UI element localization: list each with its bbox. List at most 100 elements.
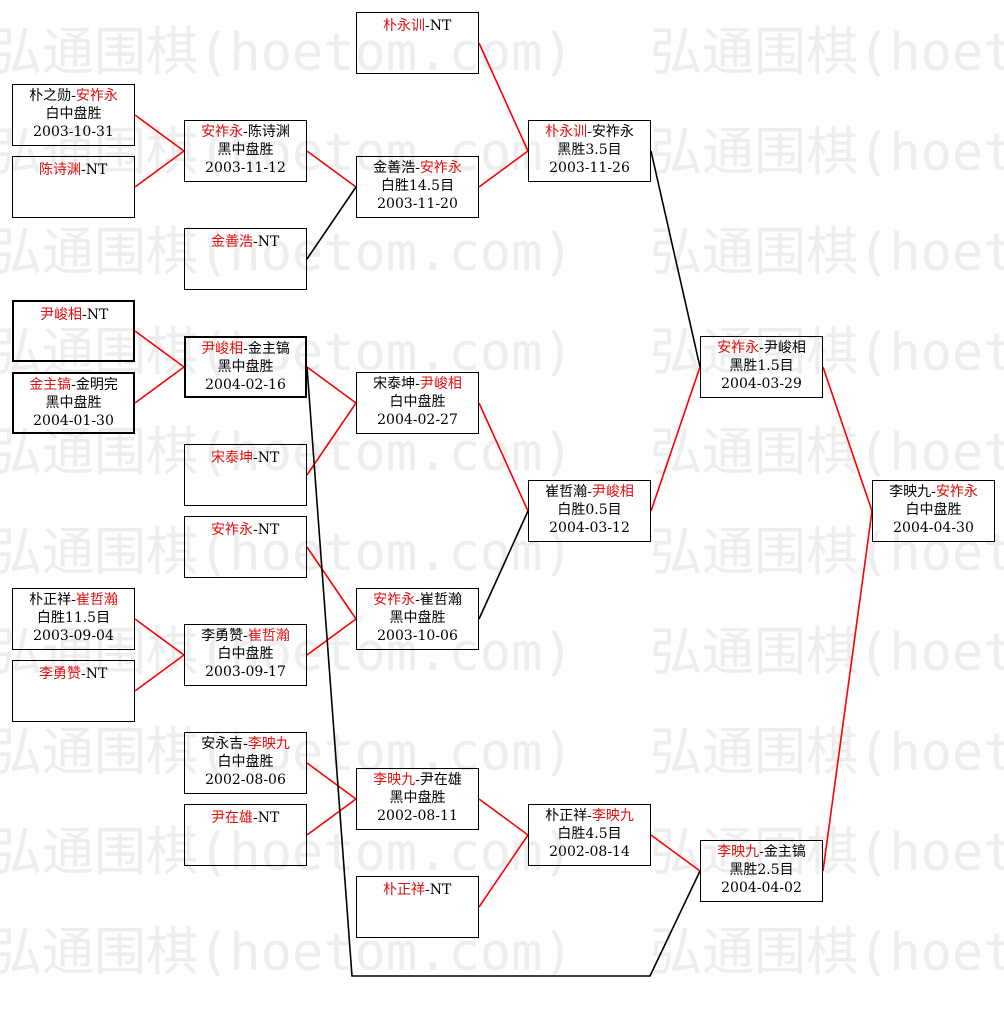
bracket-connector <box>134 114 185 152</box>
match-players: 李勇赞-崔哲瀚 <box>185 627 306 645</box>
match-result: 黑胜3.5目 <box>557 142 622 158</box>
vs-separator: - <box>425 18 430 34</box>
watermark-text: 弘通围棋(hoetom.com) <box>650 123 1004 183</box>
match-players: 尹在雄-NT <box>185 807 306 827</box>
match-box-r2_2: 金善浩-NT <box>184 228 307 290</box>
player-2: 崔哲瀚 <box>247 628 290 644</box>
vs-separator: - <box>243 341 248 357</box>
match-players: 安祚永-陈诗渊 <box>185 123 306 141</box>
watermark-text: 弘通围棋(hoetom.com) <box>650 523 1004 583</box>
match-box-r3_6: 朴正祥-NT <box>356 876 479 938</box>
match-players: 金善浩-安祚永 <box>357 159 478 177</box>
bracket-connector <box>822 510 873 872</box>
player-2: 李映九 <box>247 736 290 752</box>
vs-separator: - <box>253 522 258 538</box>
player-1: 宋泰坤 <box>373 376 416 392</box>
player-1: 安祚永 <box>201 124 244 140</box>
match-result: 白中盘胜 <box>217 754 274 770</box>
match-players: 朴正祥-NT <box>357 879 478 899</box>
vs-separator: - <box>587 808 592 824</box>
vs-separator: - <box>71 377 76 393</box>
match-date: 2003-11-20 <box>377 196 458 212</box>
match-players: 尹峻相-金主镐 <box>186 340 305 358</box>
player-2: 安祚永 <box>591 124 634 140</box>
player-2: NT <box>85 162 108 178</box>
match-date: 2003-09-04 <box>33 628 114 644</box>
watermark-text: 弘通围棋(hoetom.com) <box>650 423 1004 483</box>
player-1: 朴正祥 <box>29 592 72 608</box>
match-date: 2004-04-30 <box>893 520 974 536</box>
match-date: 2003-10-31 <box>33 124 114 140</box>
match-result: 黑中盘胜 <box>217 142 274 158</box>
player-1: 李映九 <box>889 484 932 500</box>
bracket-connector <box>134 654 185 692</box>
player-2: 尹峻相 <box>591 484 634 500</box>
player-1: 朴之勋 <box>29 88 72 104</box>
bracket-connector <box>306 618 357 656</box>
player-1: 安祚永 <box>717 340 760 356</box>
player-1: 金善浩 <box>211 234 253 250</box>
vs-separator: - <box>81 666 86 682</box>
player-2: 尹在雄 <box>419 772 462 788</box>
vs-separator: - <box>243 628 248 644</box>
watermark-text: 弘通围棋(hoetom.com) <box>0 223 574 283</box>
vs-separator: - <box>587 484 592 500</box>
match-date: 2004-03-12 <box>549 520 630 536</box>
match-players: 金善浩-NT <box>185 231 306 251</box>
vs-separator: - <box>71 88 76 104</box>
bracket-connector <box>306 798 357 836</box>
match-date: 2003-11-26 <box>549 160 630 176</box>
match-players: 宋泰坤-尹峻相 <box>357 375 478 393</box>
player-1: 李映九 <box>373 772 416 788</box>
player-2: 李映九 <box>591 808 634 824</box>
match-result: 黑中盘胜 <box>389 790 446 806</box>
bracket-connector <box>306 150 357 188</box>
player-1: 安祚永 <box>211 522 253 538</box>
match-players: 朴之勋-安祚永 <box>13 87 134 105</box>
match-date: 2004-01-30 <box>33 413 114 429</box>
vs-separator: - <box>253 450 258 466</box>
player-2: NT <box>85 666 108 682</box>
watermark-text: 弘通围棋(hoetom.com) <box>650 323 1004 383</box>
bracket-connector <box>306 186 357 260</box>
vs-separator: - <box>243 124 248 140</box>
player-2: NT <box>257 522 280 538</box>
watermark-text: 弘通围棋(hoetom.com) <box>650 223 1004 283</box>
player-2: 安祚永 <box>935 484 978 500</box>
match-result: 白中盘胜 <box>217 646 274 662</box>
watermark-text: 弘通围棋(hoetom.com) <box>650 823 1004 883</box>
player-1: 朴永训 <box>545 124 588 140</box>
match-players: 宋泰坤-NT <box>185 447 306 467</box>
match-players: 安祚永-尹峻相 <box>701 339 822 357</box>
vs-separator: - <box>759 340 764 356</box>
player-2: 崔哲瀚 <box>75 592 118 608</box>
player-2: 陈诗渊 <box>247 124 290 140</box>
match-players: 李映九-安祚永 <box>873 483 994 501</box>
match-players: 朴永训-NT <box>357 15 478 35</box>
match-box-r2_4: 宋泰坤-NT <box>184 444 307 506</box>
player-2: NT <box>257 810 280 826</box>
match-result: 黑中盘胜 <box>217 359 274 375</box>
match-players: 朴正祥-李映九 <box>529 807 650 825</box>
bracket-connector <box>134 150 185 188</box>
vs-separator: - <box>415 376 420 392</box>
match-players: 李映九-金主镐 <box>701 843 822 861</box>
player-1: 宋泰坤 <box>211 450 253 466</box>
match-players: 安永吉-李映九 <box>185 735 306 753</box>
match-result: 黑胜2.5目 <box>729 862 794 878</box>
player-2: 金明完 <box>75 377 118 393</box>
bracket-connector <box>306 402 357 476</box>
match-players: 朴正祥-崔哲瀚 <box>13 591 134 609</box>
match-box-r2_5: 安祚永-NT <box>184 516 307 578</box>
match-players: 安祚永-NT <box>185 519 306 539</box>
